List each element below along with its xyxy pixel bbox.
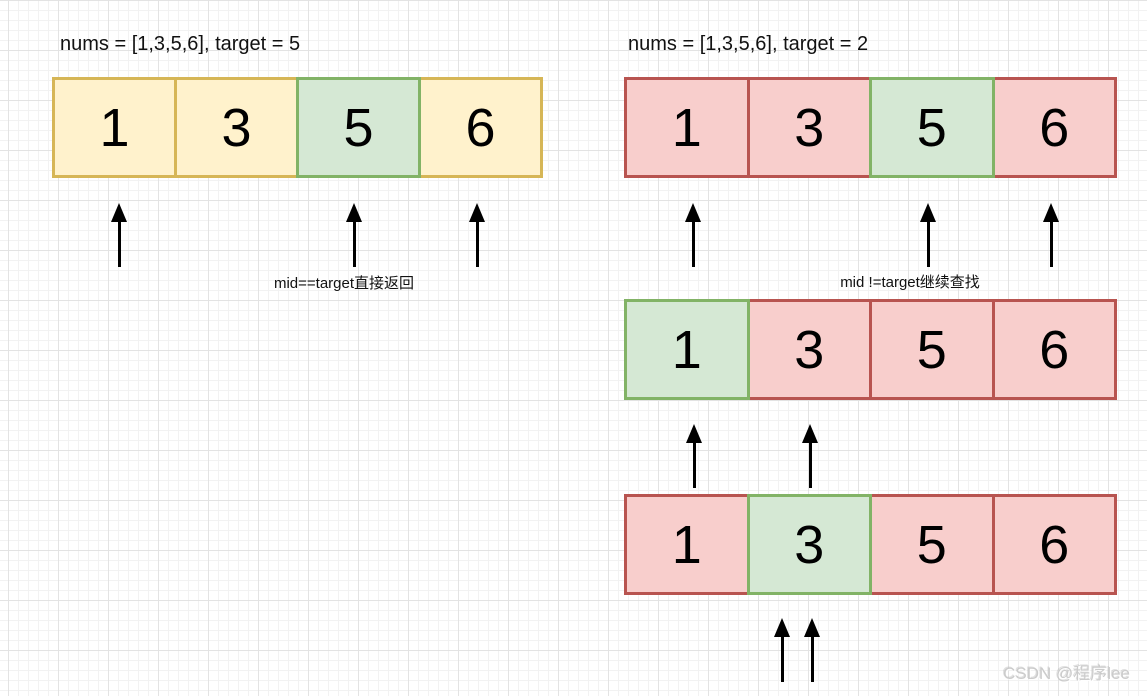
arrow-head [111, 203, 127, 222]
array-cell: 5 [869, 77, 995, 178]
pointer-arrow-icon [684, 203, 702, 267]
arrow-head [774, 618, 790, 637]
pointer-arrow-icon [803, 618, 821, 682]
arrow-shaft [352, 222, 356, 267]
array-cell: 5 [296, 77, 421, 178]
array-cell: 1 [52, 77, 177, 178]
array-cell: 6 [418, 77, 543, 178]
array-cell: 6 [991, 77, 1117, 178]
array-cell: 3 [174, 77, 299, 178]
right-panel-caption: mid !=target继续查找 [840, 274, 980, 291]
pointer-arrow-icon [685, 424, 703, 488]
array-cell: 6 [991, 299, 1117, 400]
left-array-row: 1 3 5 6 [52, 77, 543, 178]
array-cell: 1 [624, 494, 750, 595]
pointer-arrow-icon [468, 203, 486, 267]
array-cell: 1 [624, 299, 750, 400]
arrow-shaft [810, 637, 814, 682]
arrow-head [802, 424, 818, 443]
pointer-arrow-icon [110, 203, 128, 267]
arrow-head [920, 203, 936, 222]
arrow-shaft [926, 222, 930, 267]
left-panel-caption: mid==target直接返回 [273, 275, 415, 292]
arrow-shaft [475, 222, 479, 267]
csdn-watermark: CSDN @程序lee [1003, 664, 1130, 683]
arrow-head [346, 203, 362, 222]
arrow-shaft [1049, 222, 1053, 267]
pointer-arrow-icon [801, 424, 819, 488]
right-panel-title: nums = [1,3,5,6], target = 2 [628, 33, 869, 55]
arrow-shaft [691, 222, 695, 267]
arrow-shaft [692, 443, 696, 488]
arrow-head [1043, 203, 1059, 222]
pointer-arrow-icon [1042, 203, 1060, 267]
arrow-shaft [117, 222, 121, 267]
pointer-arrow-icon [773, 618, 791, 682]
array-cell: 5 [869, 299, 995, 400]
array-cell: 3 [746, 494, 872, 595]
array-cell: 6 [991, 494, 1117, 595]
pointer-arrow-icon [919, 203, 937, 267]
arrow-head [686, 424, 702, 443]
arrow-head [469, 203, 485, 222]
arrow-head [804, 618, 820, 637]
array-cell: 3 [746, 77, 872, 178]
array-cell: 5 [869, 494, 995, 595]
array-cell: 1 [624, 77, 750, 178]
arrow-shaft [808, 443, 812, 488]
left-panel-title: nums = [1,3,5,6], target = 5 [60, 33, 301, 55]
right-array-row-3: 1 3 5 6 [624, 494, 1117, 595]
right-array-row-1: 1 3 5 6 [624, 77, 1117, 178]
arrow-head [685, 203, 701, 222]
pointer-arrow-icon [345, 203, 363, 267]
arrow-shaft [780, 637, 784, 682]
array-cell: 3 [746, 299, 872, 400]
right-array-row-2: 1 3 5 6 [624, 299, 1117, 400]
